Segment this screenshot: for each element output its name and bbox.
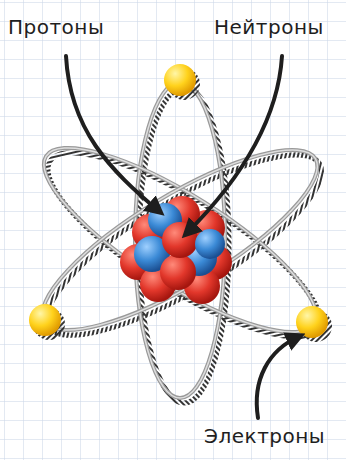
orbits bbox=[21, 82, 342, 403]
neutron-label: Нейтроны bbox=[214, 16, 324, 38]
electron-label: Электроны bbox=[204, 425, 325, 447]
proton-label: Протоны bbox=[8, 16, 104, 38]
nucleus bbox=[120, 196, 232, 304]
leader-arrows bbox=[66, 56, 300, 418]
